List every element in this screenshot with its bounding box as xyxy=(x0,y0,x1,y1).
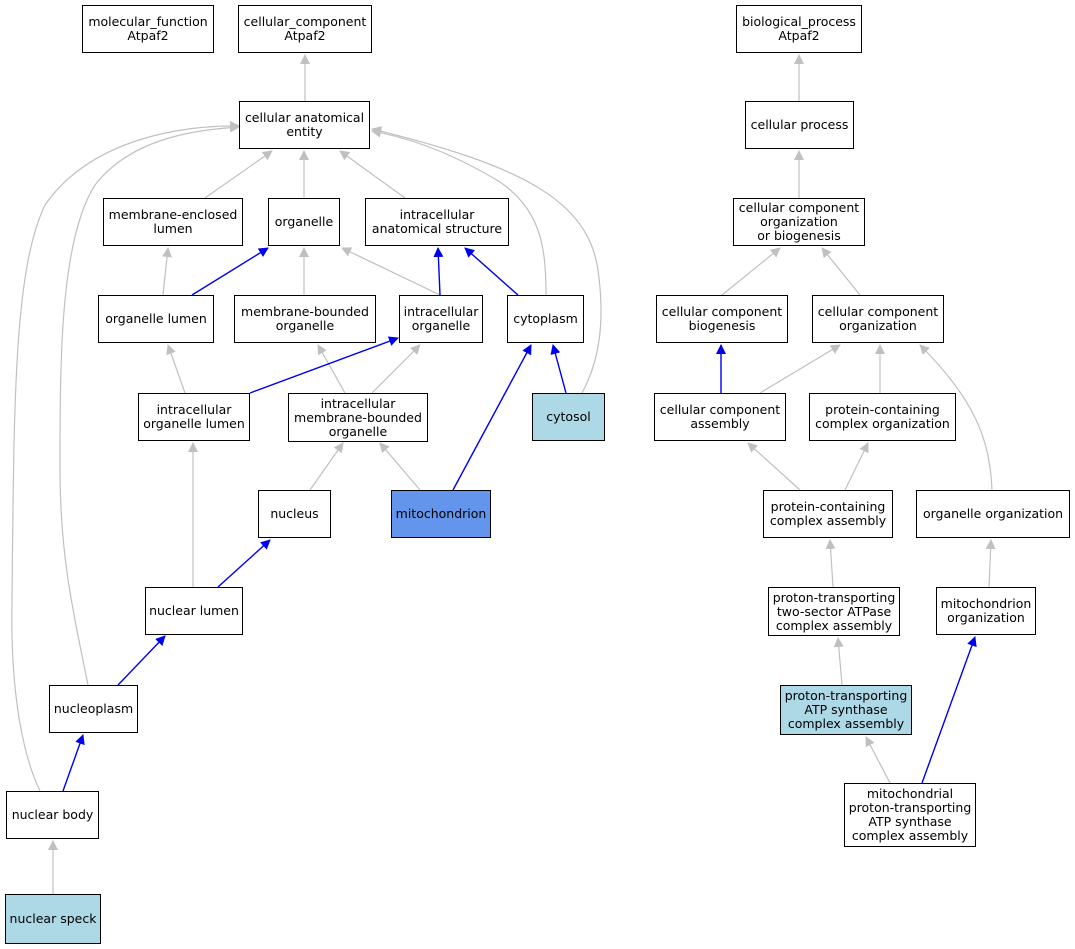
node-cellular-process[interactable]: cellular process xyxy=(745,101,854,149)
node-molecular-function-atpaf2[interactable]: molecular_function Atpaf2 xyxy=(82,5,214,53)
node-proton-transporting-two-sector-atpase-complex-assembly[interactable]: proton-transporting two-sector ATPase co… xyxy=(768,587,900,636)
node-cellular-component-biogenesis[interactable]: cellular component biogenesis xyxy=(656,295,788,343)
node-organelle[interactable]: organelle xyxy=(268,198,340,246)
edge-iol-to-organelle-lumen xyxy=(166,344,186,394)
node-membrane-bounded-organelle[interactable]: membrane-bounded organelle xyxy=(234,295,376,343)
edge-ptatp-to-ptts xyxy=(833,637,844,686)
edge-nucleoplasm-to-cae xyxy=(59,122,240,686)
node-intracellular-organelle-lumen[interactable]: intracellular organelle lumen xyxy=(138,393,250,441)
edge-oo-to-cco xyxy=(919,344,993,491)
node-protein-containing-complex-organization[interactable]: protein-containing complex organization xyxy=(809,393,956,441)
edge-cca-to-cco xyxy=(759,344,841,394)
node-intracellular-anatomical-structure[interactable]: intracellular anatomical structure xyxy=(365,198,509,246)
node-intracellular-organelle[interactable]: intracellular organelle xyxy=(399,295,483,343)
edge-ptts-to-pcca xyxy=(825,539,836,588)
node-intracellular-membrane-bounded-organelle[interactable]: intracellular membrane-bounded organelle xyxy=(288,393,428,442)
edge-io-to-organelle xyxy=(341,247,441,296)
node-cellular-anatomical-entity[interactable]: cellular anatomical entity xyxy=(239,101,370,149)
edge-mptatp-to-mito-org xyxy=(921,636,977,784)
node-nucleus[interactable]: nucleus xyxy=(258,490,331,538)
node-nuclear-body[interactable]: nuclear body xyxy=(6,791,99,839)
edge-io-to-ias xyxy=(433,247,444,296)
edge-cytosol-to-cytoplasm xyxy=(550,344,567,394)
node-membrane-enclosed-lumen[interactable]: membrane-enclosed lumen xyxy=(103,198,243,246)
edge-ias-to-cae xyxy=(339,150,406,199)
edge-mito-to-imbo xyxy=(379,442,421,491)
edge-cytoplasm-to-cae xyxy=(371,127,547,296)
edge-organelle-lumen-to-mel xyxy=(162,247,173,296)
edge-mptatp-to-ptatp xyxy=(865,736,891,784)
edge-nucleoplasm-to-nuclear-lumen xyxy=(117,635,166,686)
edge-imbo-to-io xyxy=(371,344,421,394)
node-cellular-component-assembly[interactable]: cellular component assembly xyxy=(654,393,786,441)
edge-mito-org-to-oo xyxy=(985,539,996,588)
edge-nuclear-body-to-nucleoplasm xyxy=(62,734,85,792)
node-nucleoplasm[interactable]: nucleoplasm xyxy=(49,685,138,733)
node-mitochondrion[interactable]: mitochondrion xyxy=(391,490,491,538)
edge-pcca-to-pcco xyxy=(844,442,869,491)
node-cytosol[interactable]: cytosol xyxy=(532,393,605,441)
edge-mel-to-cae xyxy=(204,150,273,199)
edge-nuclear-lumen-to-nucleus xyxy=(217,539,271,588)
node-biological-process-atpaf2[interactable]: biological_process Atpaf2 xyxy=(736,5,862,53)
edge-mito-to-cytoplasm xyxy=(452,344,532,491)
edge-nucleus-to-imbo xyxy=(309,442,344,491)
edge-organelle-lumen-to-organelle xyxy=(191,247,269,296)
node-nuclear-lumen[interactable]: nuclear lumen xyxy=(145,587,243,635)
node-mitochondrial-proton-transporting-atp-synthase-complex-assembly[interactable]: mitochondrial proton-transporting ATP sy… xyxy=(844,783,976,847)
edge-pcca-to-cca xyxy=(747,442,801,491)
edge-cco-to-ccob xyxy=(821,247,861,296)
node-mitochondrion-organization[interactable]: mitochondrion organization xyxy=(936,587,1036,635)
node-protein-containing-complex-assembly[interactable]: protein-containing complex assembly xyxy=(763,490,893,538)
node-organelle-organization[interactable]: organelle organization xyxy=(916,490,1070,538)
edge-iol-to-io xyxy=(249,336,399,394)
edge-cytoplasm-to-ias xyxy=(464,247,519,296)
node-nuclear-speck[interactable]: nuclear speck xyxy=(5,894,101,944)
edge-ccb-to-ccob xyxy=(721,247,781,296)
edge-cytosol-to-cae xyxy=(371,126,602,394)
edge-nuclear-body-to-cae xyxy=(11,120,240,792)
node-cellular-component-organization[interactable]: cellular component organization xyxy=(812,295,944,343)
node-cellular-component-atpaf2[interactable]: cellular_component Atpaf2 xyxy=(238,5,372,53)
node-cellular-component-organization-or-biogenesis[interactable]: cellular component organization or bioge… xyxy=(733,198,865,246)
node-cytoplasm[interactable]: cytoplasm xyxy=(507,295,584,343)
edge-imbo-to-mbo xyxy=(317,344,346,394)
node-organelle-lumen[interactable]: organelle lumen xyxy=(98,295,214,343)
node-proton-transporting-atp-synthase-complex-assembly[interactable]: proton-transporting ATP synthase complex… xyxy=(780,685,912,735)
